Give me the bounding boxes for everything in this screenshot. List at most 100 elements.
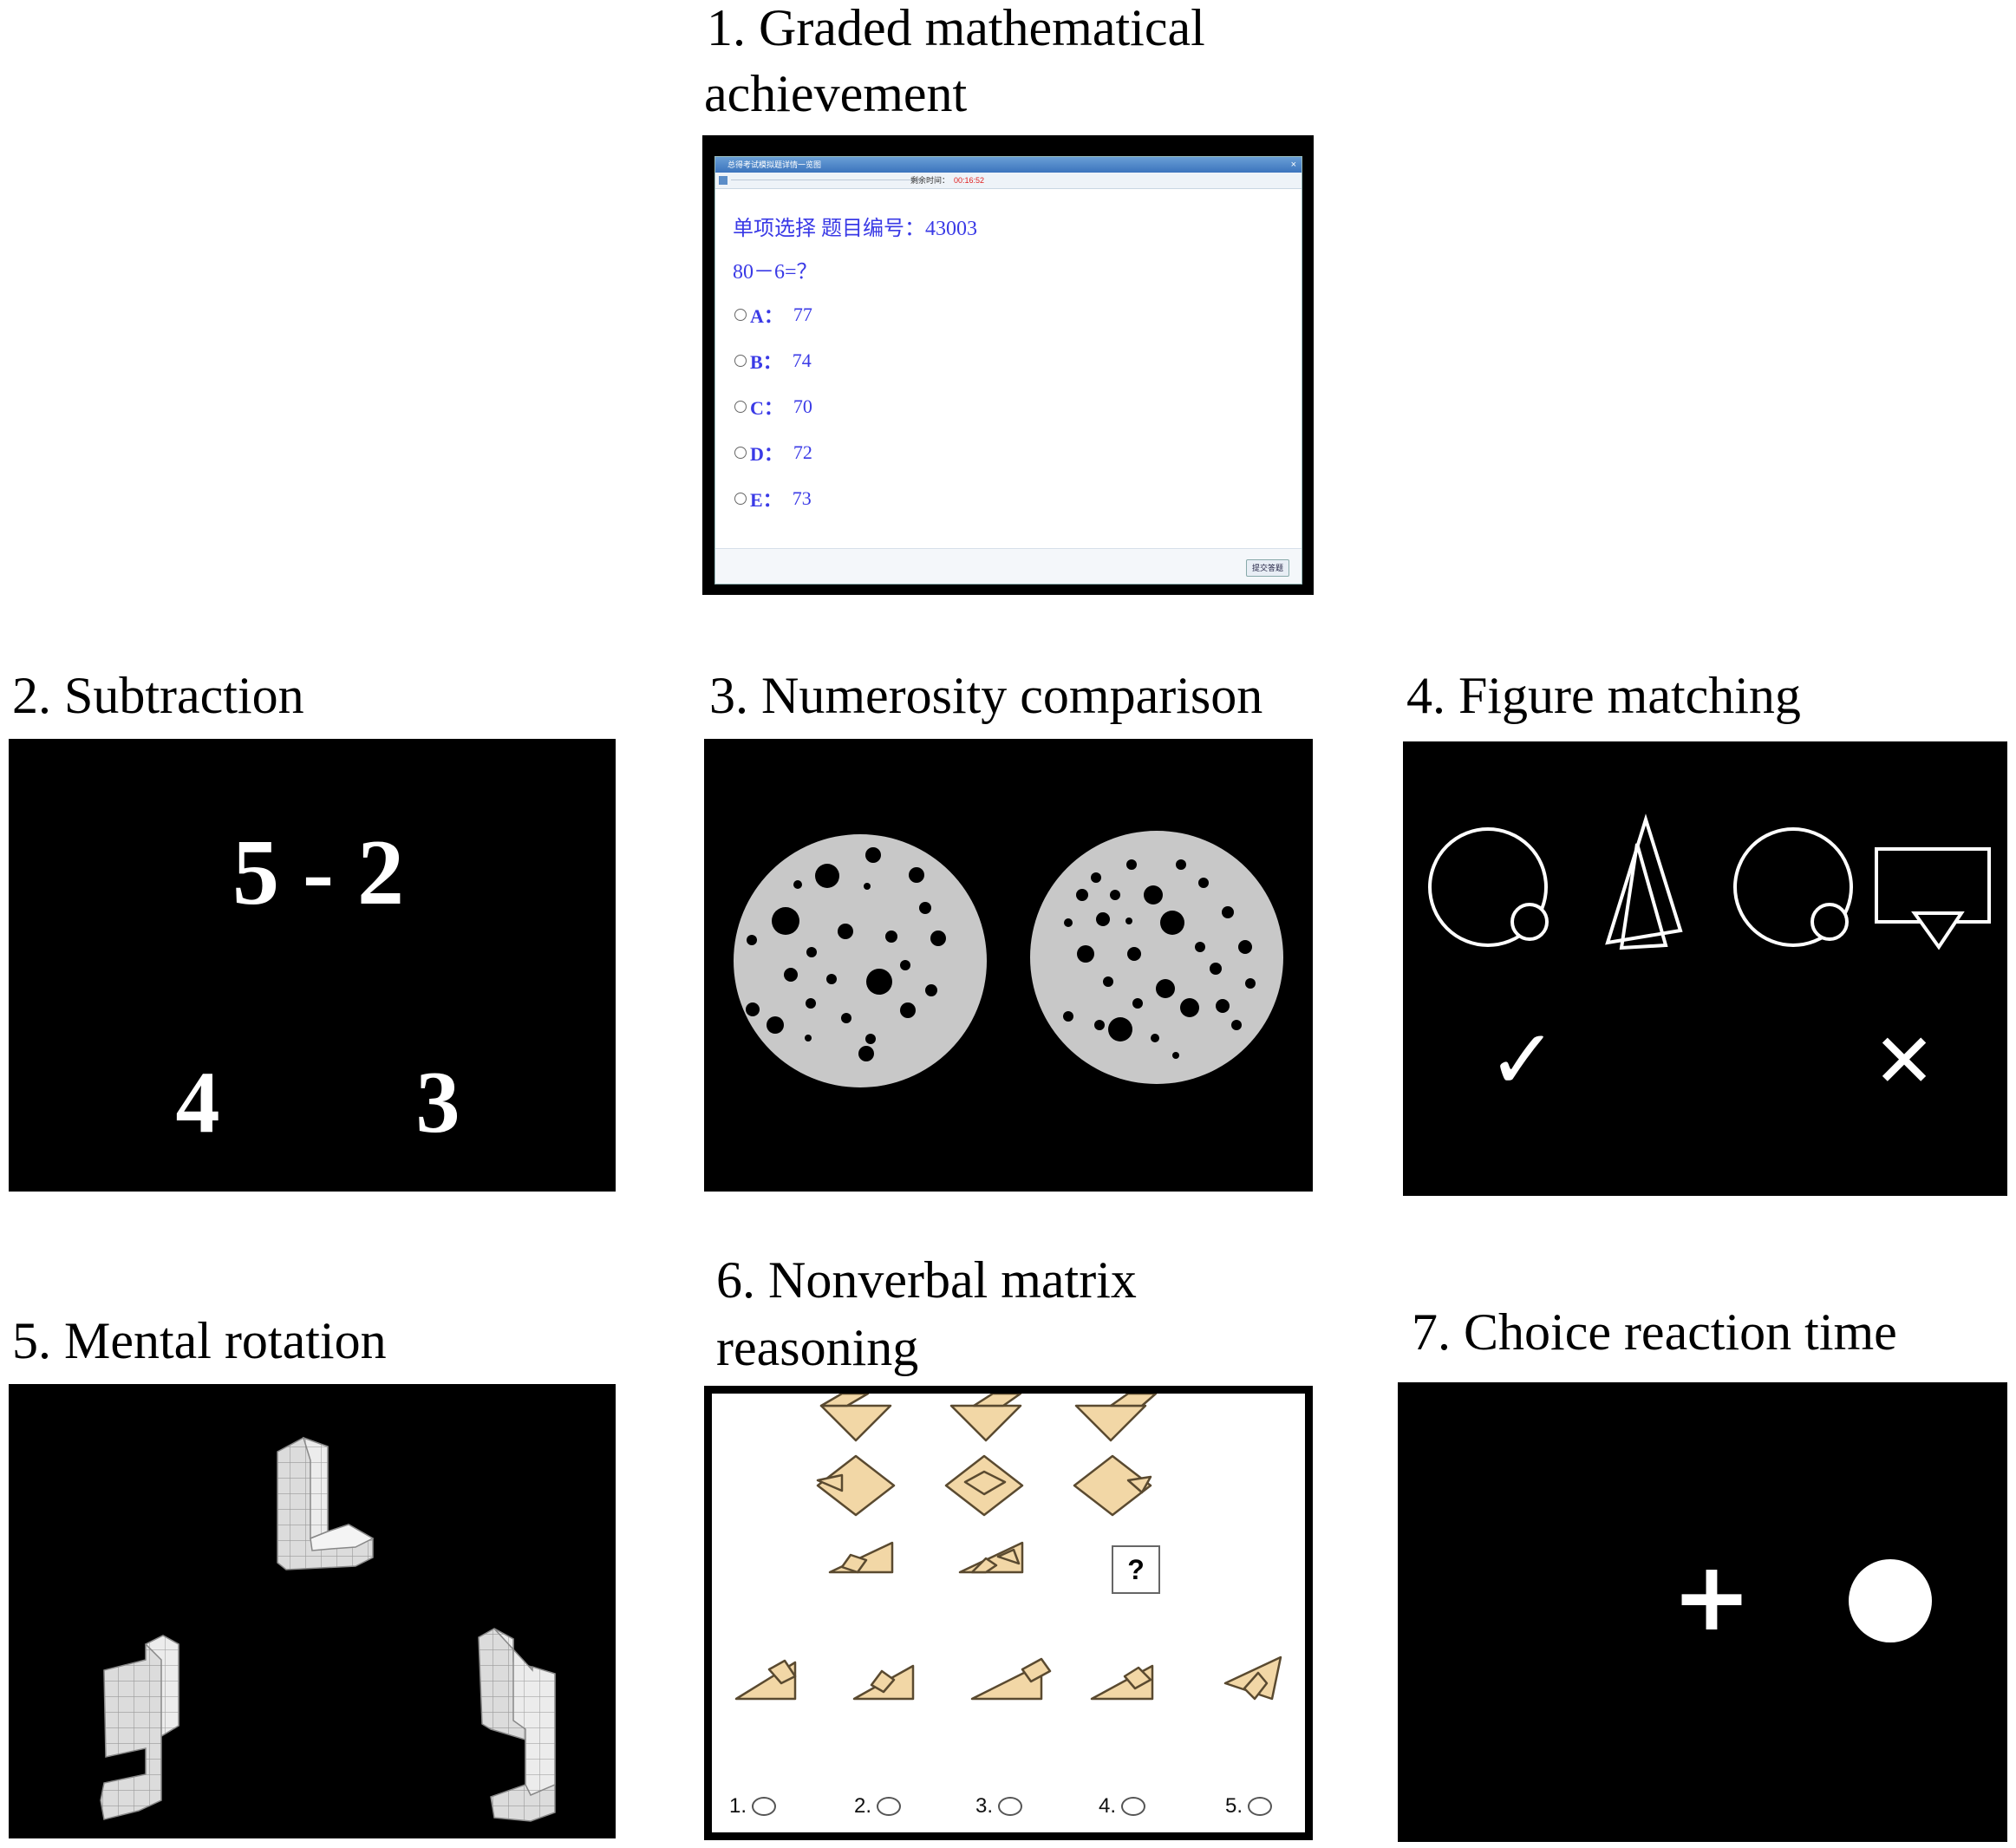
matrix-cell-r1c2	[949, 1394, 1022, 1442]
option-c[interactable]: C： 70	[734, 393, 812, 421]
fixation-cross-icon: +	[1672, 1541, 1752, 1652]
dot	[930, 931, 946, 946]
radio-icon[interactable]	[734, 355, 747, 367]
answer-choice-4[interactable]: 4.	[1099, 1794, 1146, 1819]
option-value: 73	[792, 487, 812, 509]
option-b[interactable]: B： 74	[734, 347, 812, 375]
app-window: 总得考试模拟题详情一览图 × 剩余时间： 00:16:52 单项选择 题目编号：…	[714, 156, 1302, 584]
choice-shape-5[interactable]	[1223, 1655, 1282, 1701]
dot	[885, 931, 897, 943]
menu-icon[interactable]	[719, 176, 727, 185]
choice-block-right[interactable]	[478, 1628, 556, 1822]
option-label: B：	[750, 351, 782, 373]
dot	[1176, 859, 1186, 870]
choice-square-figure[interactable]	[1875, 847, 1991, 950]
timer-label: 剩余时间：	[910, 176, 950, 185]
close-icon[interactable]: ×	[1290, 160, 1296, 170]
target-circle[interactable]	[1849, 1559, 1932, 1642]
dot	[1103, 976, 1113, 987]
caption-matrix-1: 6. Nonverbal matrix	[716, 1251, 1137, 1309]
radio-icon[interactable]	[734, 493, 747, 505]
radio-icon[interactable]	[734, 309, 747, 321]
dot	[1245, 978, 1256, 989]
target-block-figure	[277, 1436, 375, 1570]
panel-choice-rt: +	[1398, 1382, 2007, 1842]
choice-right[interactable]: 3	[416, 1054, 460, 1152]
matrix-cell-r2c1	[816, 1454, 896, 1517]
choice-shape-4[interactable]	[1090, 1664, 1154, 1701]
checkmark-icon[interactable]: ✓	[1488, 1011, 1557, 1108]
window-footer: 提交答题	[715, 548, 1302, 584]
choice-left[interactable]: 4	[176, 1054, 220, 1152]
choice-shape-1[interactable]	[734, 1659, 797, 1701]
dot	[806, 947, 817, 957]
dot	[1172, 1052, 1179, 1059]
radio-icon[interactable]	[1121, 1797, 1146, 1816]
radio-icon[interactable]	[752, 1797, 777, 1816]
choice-block-left[interactable]	[100, 1635, 179, 1820]
dot	[805, 1035, 812, 1042]
radio-icon[interactable]	[998, 1797, 1023, 1816]
radio-icon[interactable]	[1248, 1797, 1273, 1816]
timer-value: 00:16:52	[954, 176, 985, 185]
option-a[interactable]: A： 77	[734, 301, 812, 329]
panel-graded-math: 总得考试模拟题详情一览图 × 剩余时间： 00:16:52 单项选择 题目编号：…	[702, 135, 1314, 595]
dot-disc	[1030, 831, 1283, 1084]
dot	[1180, 998, 1199, 1017]
dot	[1151, 1034, 1159, 1042]
dot	[772, 907, 799, 935]
panel-numerosity	[704, 739, 1313, 1192]
option-label: C：	[750, 397, 783, 419]
dot	[1091, 872, 1101, 883]
dot	[838, 924, 853, 939]
dot	[1096, 912, 1110, 926]
dot	[793, 880, 802, 889]
dot	[815, 864, 839, 888]
window-titlebar: 总得考试模拟题详情一览图 ×	[715, 157, 1302, 173]
submit-button[interactable]: 提交答题	[1245, 559, 1289, 577]
dot	[1156, 979, 1175, 998]
choice-number: 1.	[729, 1794, 747, 1818]
choice-circle-figure[interactable]	[1733, 827, 1853, 947]
panel-subtraction: 5 - 2 4 3	[9, 739, 616, 1192]
caption-choice-rt: 7. Choice reaction time	[1412, 1303, 1897, 1361]
dot	[1238, 940, 1252, 954]
dot	[784, 968, 798, 982]
dot	[806, 998, 816, 1009]
cross-icon[interactable]: ✕	[1873, 1018, 1935, 1105]
dot	[1231, 1020, 1242, 1030]
target-circle-figure	[1428, 827, 1549, 947]
radio-icon[interactable]	[734, 447, 747, 459]
dot	[858, 1046, 874, 1061]
radio-icon[interactable]	[734, 401, 747, 413]
answer-choice-1[interactable]: 1.	[729, 1794, 777, 1819]
dot	[1076, 889, 1088, 901]
caption-graded-math-2: achievement	[704, 65, 968, 122]
option-label: A：	[750, 305, 783, 327]
dot	[900, 1002, 916, 1018]
choice-shape-2[interactable]	[852, 1664, 915, 1701]
answer-choice-3[interactable]: 3.	[975, 1794, 1023, 1819]
dot	[841, 1013, 851, 1023]
figure-matching-canvas: ✓ ✕	[1428, 813, 1991, 1108]
answer-choice-2[interactable]: 2.	[854, 1794, 902, 1819]
caption-mental-rotation: 5. Mental rotation	[12, 1312, 387, 1369]
dot	[1127, 947, 1141, 961]
choice-number: 5.	[1225, 1794, 1243, 1818]
dot-array-left[interactable]	[734, 834, 987, 1087]
dot	[1132, 998, 1143, 1009]
radio-icon[interactable]	[877, 1797, 902, 1816]
choice-number: 3.	[975, 1794, 994, 1818]
choice-shape-3[interactable]	[970, 1657, 1052, 1701]
option-e[interactable]: E： 73	[734, 485, 812, 513]
dot-array-right[interactable]	[1030, 831, 1283, 1084]
matrix-cell-r3c1	[828, 1541, 894, 1574]
option-value: 72	[793, 441, 812, 463]
window-toolbar: 剩余时间： 00:16:52	[715, 173, 1302, 189]
matrix-cell-r2c2	[944, 1454, 1024, 1517]
option-d[interactable]: D： 72	[734, 439, 812, 467]
caption-numerosity: 3. Numerosity comparison	[709, 667, 1263, 724]
answer-choice-5[interactable]: 5.	[1225, 1794, 1273, 1819]
panel-matrix-reasoning: ? 1. 2. 3. 4. 5.	[704, 1386, 1313, 1840]
panel-figure-matching: ✓ ✕	[1403, 741, 2007, 1196]
